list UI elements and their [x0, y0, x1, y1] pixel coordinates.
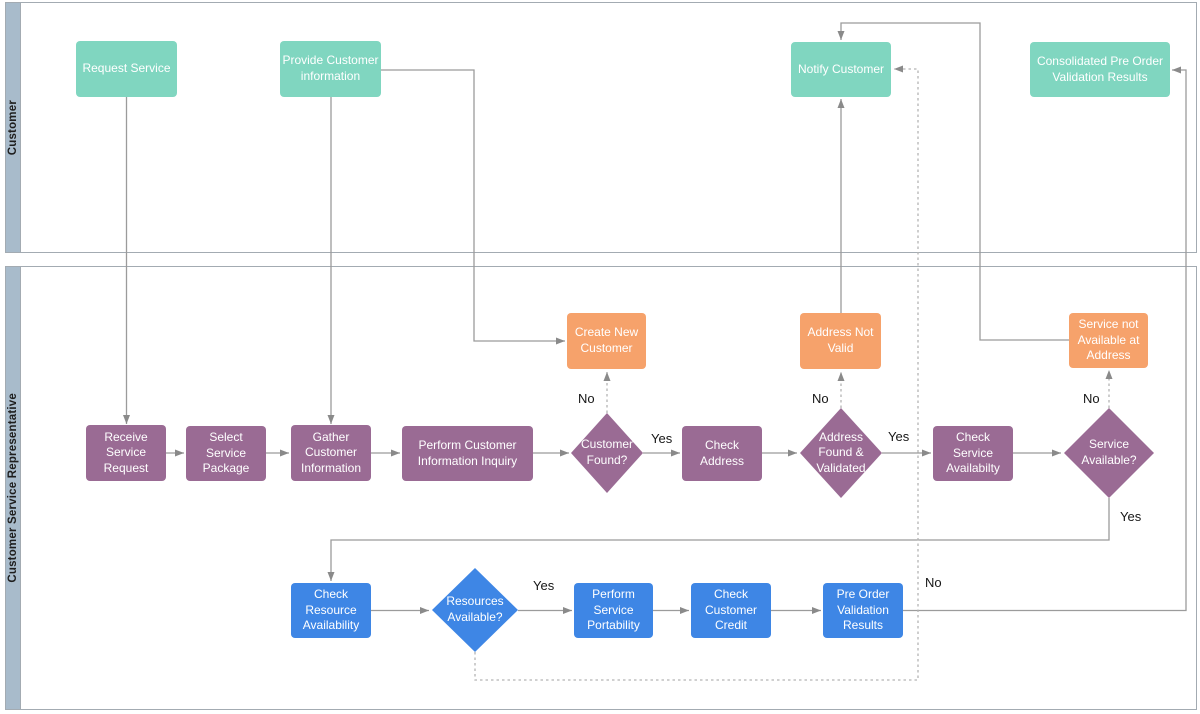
node-receive-service-request: Receive Service Request: [86, 425, 166, 481]
edge-resources-no-to-notify-customer: [474, 65, 919, 681]
node-request-service: Request Service: [76, 41, 177, 97]
edge-pre-order-results-to-consolidated-results: [903, 66, 1187, 612]
edge-service-not-available-to-notify-customer: [837, 22, 1069, 341]
node-perform-service-portability: Perform Service Portability: [574, 583, 653, 638]
edge-label-address-found-no: No: [812, 391, 829, 406]
edge-label-resources-available-yes: Yes: [533, 578, 555, 593]
lane-customer: Customer: [5, 2, 1197, 253]
node-service-not-available-at-address: Service not Available at Address: [1069, 313, 1148, 368]
edge-label-resources-available-no: No: [925, 575, 942, 590]
edge-service-available-yes-to-check-resource-availability: [327, 498, 1110, 581]
node-provide-customer-information: Provide Customer information: [280, 41, 381, 97]
node-select-service-package: Select Service Package: [186, 426, 266, 481]
node-create-new-customer: Create New Customer: [567, 313, 646, 369]
node-perform-customer-information-inquiry: Perform Customer Information Inquiry: [402, 426, 533, 481]
node-notify-customer: Notify Customer: [791, 42, 891, 97]
node-consolidated-pre-order-validation-results: Consolidated Pre Order Validation Result…: [1030, 42, 1170, 97]
edge-label-address-found-yes: Yes: [888, 429, 910, 444]
edge-provide-customer-information-to-create-new-customer: [381, 69, 565, 345]
node-pre-order-validation-results: Pre Order Validation Results: [823, 583, 903, 638]
node-check-service-availabilty: Check Service Availabilty: [933, 426, 1013, 481]
edge-label-customer-found-yes: Yes: [651, 431, 673, 446]
node-address-not-valid: Address Not Valid: [800, 313, 881, 369]
node-check-customer-credit: Check Customer Credit: [691, 583, 771, 638]
node-check-resource-availability: Check Resource Availability: [291, 583, 371, 638]
edge-label-service-available-yes: Yes: [1120, 509, 1142, 524]
lane-header-customer: Customer: [6, 3, 21, 252]
lane-header-customer-service-representative: Customer Service Representative: [6, 267, 21, 709]
node-check-address: Check Address: [682, 426, 762, 481]
node-gather-customer-information: Gather Customer Information: [291, 425, 371, 481]
edge-label-customer-found-no: No: [578, 391, 595, 406]
edge-label-service-available-no: No: [1083, 391, 1100, 406]
